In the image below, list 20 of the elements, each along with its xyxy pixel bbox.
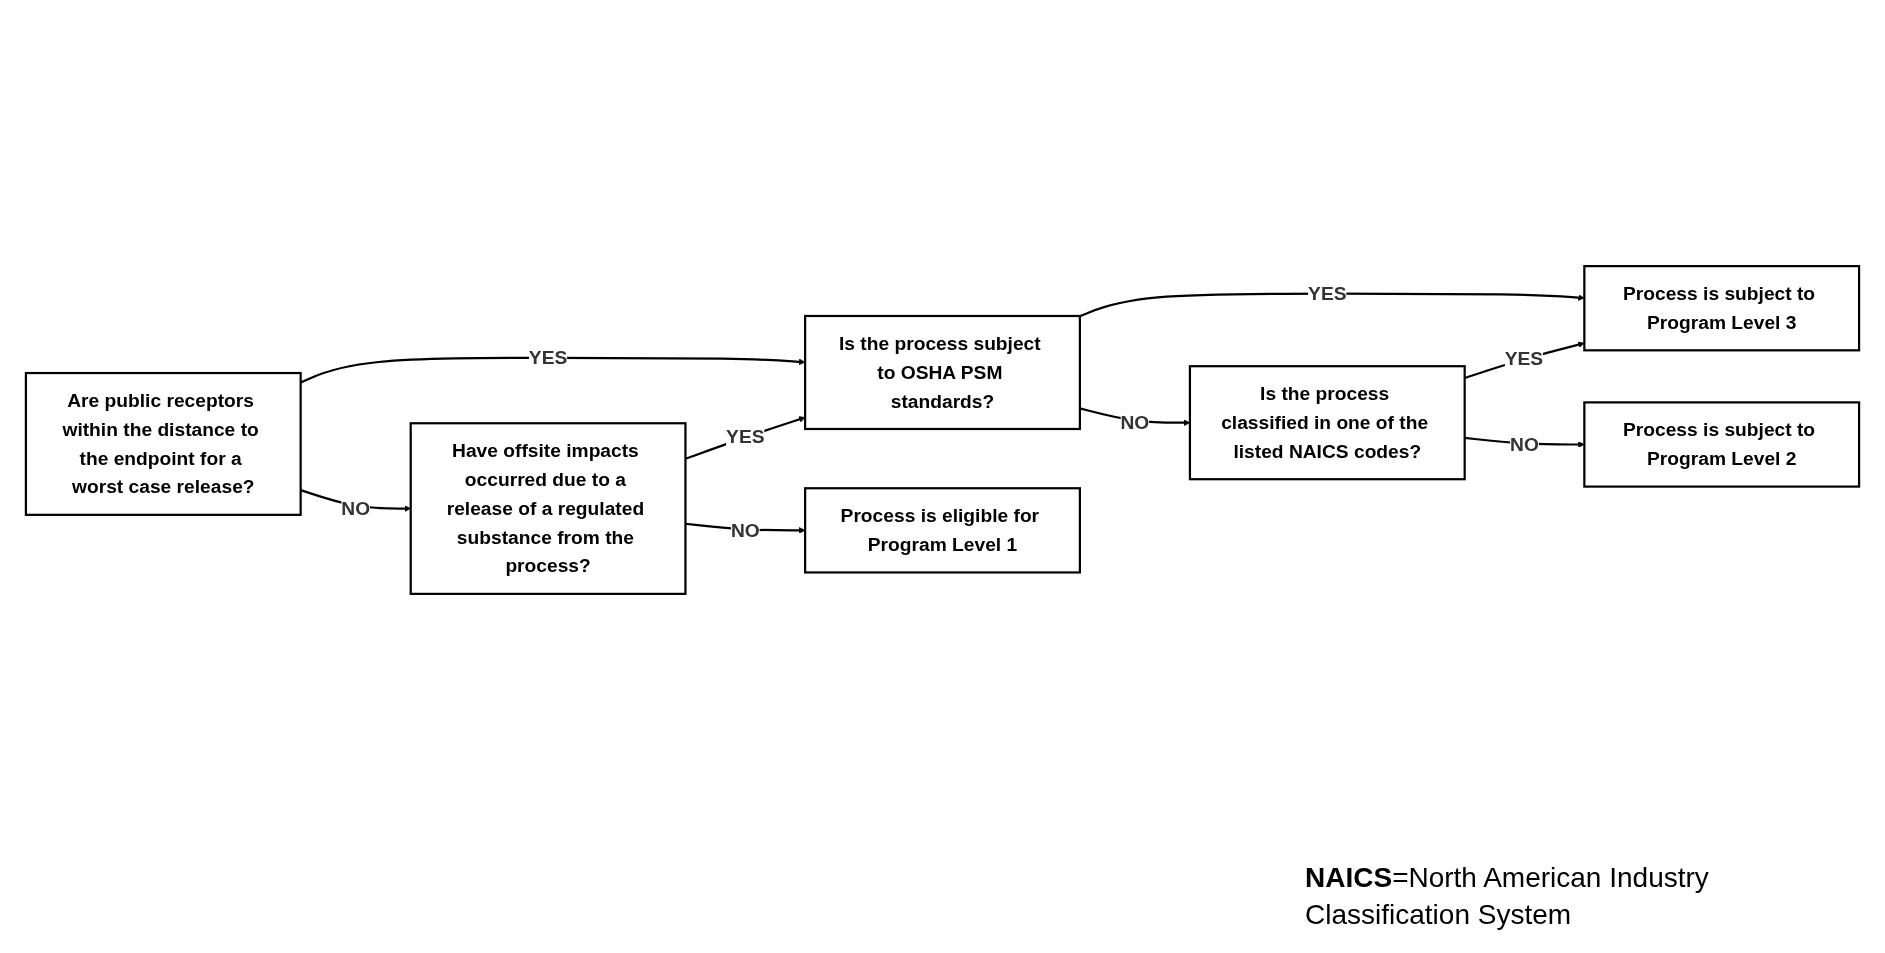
node-box: Is the process classified in one of the listed NAICS codes? bbox=[1188, 365, 1466, 481]
footnote: NAICS=North American Industry Classification System bbox=[1305, 861, 1710, 932]
edge-label: NO bbox=[1510, 433, 1539, 456]
edge-label: NO bbox=[1120, 411, 1150, 434]
node-box: Are public receptors within the distance to the endpoint for a worst case release? bbox=[24, 371, 302, 516]
node-box: Process is eligible for Program Level 1 bbox=[804, 487, 1081, 574]
edge-label: NO bbox=[730, 518, 760, 542]
node-box: Have offsite impacts occurred due to a release of a regulated substance from the process? bbox=[409, 422, 687, 595]
arrow bbox=[1464, 341, 1585, 379]
edge-label: YES bbox=[1308, 282, 1347, 305]
edge-label: YES bbox=[1504, 347, 1544, 370]
arrow bbox=[1079, 292, 1585, 318]
node-box: Is the process subject to OSHA PSM standards? bbox=[804, 314, 1081, 431]
edge-label: YES bbox=[528, 346, 568, 369]
node-box: Process is subject to Program Level 3 bbox=[1583, 265, 1861, 352]
arrow bbox=[300, 356, 806, 384]
node-box: Process is subject to Program Level 2 bbox=[1583, 401, 1861, 488]
edge-label: NO bbox=[341, 497, 371, 520]
edge-label: YES bbox=[726, 425, 765, 448]
arrow bbox=[685, 416, 806, 460]
